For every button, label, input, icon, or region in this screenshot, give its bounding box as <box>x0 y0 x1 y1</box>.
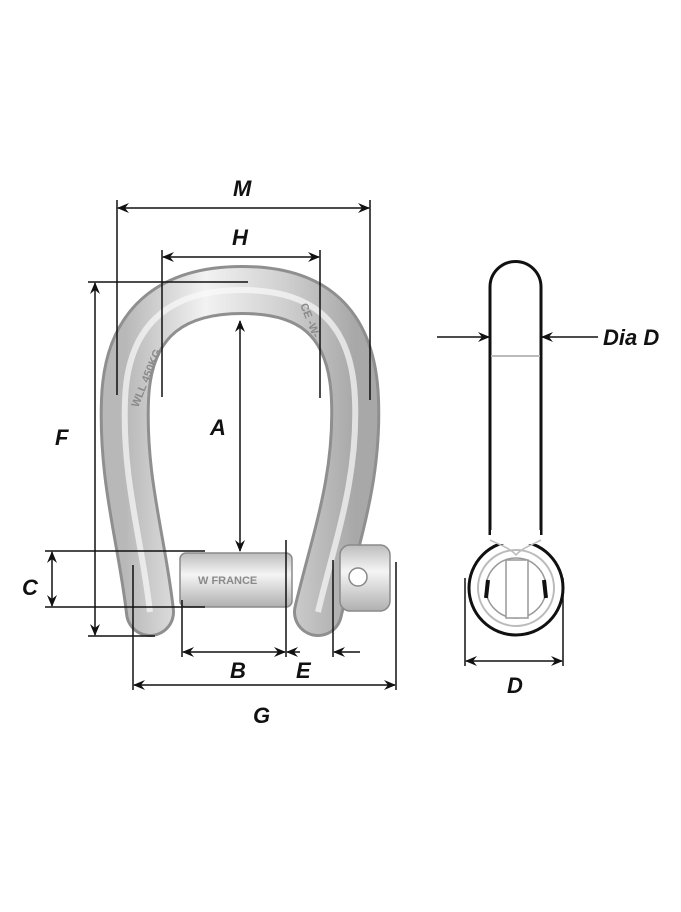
label-dia-d: Dia D <box>603 325 659 350</box>
side-view <box>467 260 565 637</box>
label-m: M <box>233 176 252 201</box>
label-a: A <box>209 415 226 440</box>
pin-stamp: W FRANCE <box>198 575 257 587</box>
label-e: E <box>296 658 312 683</box>
label-c: C <box>22 575 39 600</box>
label-g: G <box>253 703 270 728</box>
dimension-arrows <box>47 203 598 690</box>
shackle-body: WLL 450KG CE -W- <box>99 264 381 637</box>
label-h: H <box>232 225 249 250</box>
dimension-labels: M H F A C B E G Dia D D <box>22 176 659 728</box>
label-b: B <box>230 658 246 683</box>
label-d: D <box>507 673 523 698</box>
label-f: F <box>55 425 69 450</box>
shackle-pin: W FRANCE <box>179 544 391 612</box>
